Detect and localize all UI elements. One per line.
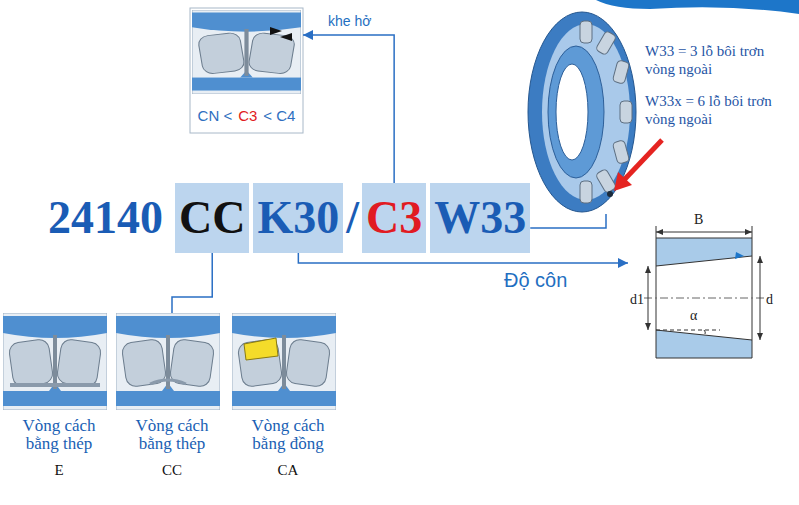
- arrow-head: [303, 30, 313, 40]
- connector: [530, 214, 606, 228]
- taper-figure-part: [752, 226, 753, 238]
- designation-code: C3: [366, 183, 422, 253]
- designation-part: /: [346, 183, 359, 253]
- cage-figure-cc-part: [116, 313, 220, 410]
- dimension-label: d1: [630, 292, 644, 308]
- bearing-3d-figure-part: [612, 140, 629, 164]
- taper-figure-part: [645, 323, 651, 330]
- taper-figure-part: [656, 330, 720, 331]
- clearance-figure-part: [280, 33, 292, 41]
- cage-figure-ca: [232, 313, 336, 410]
- connector-line: [303, 35, 394, 183]
- taper-figure-part: [760, 256, 761, 340]
- bearing-3d-figure-part: [595, 168, 616, 193]
- cage-figure-cc: [116, 313, 220, 410]
- taper-figure-part: [745, 229, 752, 235]
- taper-figure: [644, 226, 770, 358]
- corner-band: [596, 0, 799, 14]
- bearing-3d-figure-part: [542, 24, 630, 200]
- lubrication-note: W33x = 6 lỗ bôi trơn vòng ngoài: [645, 92, 793, 128]
- clearance-class: CN <: [198, 107, 233, 125]
- cage-figure-ca-part: [244, 338, 278, 360]
- taper-figure-part: [656, 232, 752, 233]
- cage-code: CC: [116, 461, 228, 479]
- taper-figure-part: [735, 252, 744, 259]
- lubrication-panel: W33 = 3 lỗ bôi trơn vòng ngoàiW33x = 6 l…: [526, 8, 797, 214]
- cage-caption: Vòng cách bằng thép: [122, 417, 222, 453]
- text-line: CN < C3 < C4: [190, 107, 303, 125]
- taper-figure-part: [757, 256, 763, 263]
- connector: [172, 253, 212, 313]
- connector-line: [530, 214, 606, 228]
- code-taper: K30: [253, 183, 343, 253]
- designation-part: 24140: [48, 183, 163, 253]
- connector-line: [172, 253, 212, 313]
- cage-panel: Vòng cách bằng thépE: [3, 313, 115, 479]
- dimension-label: B: [694, 212, 703, 228]
- clearance-figure-part: [270, 27, 282, 35]
- bearing-3d-figure-part: [620, 101, 632, 123]
- cage-code: CA: [232, 461, 344, 479]
- taper-figure-part: [757, 333, 763, 340]
- taper-figure-part: [656, 229, 663, 235]
- taper-figure-part: [645, 266, 651, 273]
- lubrication-note: W33 = 3 lỗ bôi trơn vòng ngoài: [645, 42, 793, 78]
- callout-label: khe hở: [328, 13, 371, 30]
- taper-figure-part: [656, 226, 657, 238]
- code-lubrication: W33: [430, 183, 530, 253]
- clearance-figure-part: [190, 8, 303, 133]
- cage-figure-cc-part: [150, 380, 186, 384]
- bearing-3d-figure: [528, 12, 662, 212]
- taper-figure-part: [648, 266, 649, 330]
- cage-figure-ca-part: [232, 313, 336, 410]
- dimension-label: d: [766, 292, 773, 308]
- bearing-3d-figure-part: [548, 46, 604, 178]
- taper-figure-part: [656, 330, 752, 358]
- bearing-3d-figure-part: [614, 172, 632, 191]
- clearance-figure: [190, 8, 303, 133]
- cage-caption: Vòng cách bằng thép: [9, 417, 109, 453]
- designation-code: W33: [434, 183, 526, 253]
- arrow-head: [618, 258, 628, 268]
- code-cage: CC: [175, 183, 249, 253]
- code-clearance: C3: [362, 183, 426, 253]
- cage-figure-e: [3, 313, 107, 410]
- clearance-class: C3: [238, 107, 257, 125]
- bearing-3d-figure-part: [556, 64, 588, 160]
- bearing-3d-figure-part: [624, 140, 662, 180]
- cage-panel: Vòng cách bằng đồngCA: [232, 313, 344, 479]
- designation-code: K30: [257, 183, 339, 253]
- connector: [303, 30, 394, 183]
- designation-code: CC: [179, 183, 245, 253]
- cage-figure-e-part: [10, 383, 100, 387]
- bearing-3d-figure-part: [595, 30, 616, 55]
- cage-code: E: [3, 461, 115, 479]
- bearing-3d-figure-part: [580, 181, 592, 203]
- bearing-3d-figure-part: [607, 191, 613, 197]
- bearing-3d-figure-part: [528, 12, 636, 212]
- connector: [298, 253, 628, 268]
- edge-label: Độ côn: [502, 268, 569, 292]
- cage-figure-e-part: [3, 313, 107, 410]
- cage-panel: Vòng cách bằng thépCC: [116, 313, 228, 479]
- taper-figure-part: [704, 330, 705, 334]
- bearing-3d-figure-part: [612, 60, 629, 84]
- bearing-3d-figure-part: [580, 21, 592, 43]
- connector-line: [298, 253, 628, 263]
- clearance-panel: CN < C3 < C4: [190, 8, 303, 133]
- dimension-label: α: [690, 308, 697, 324]
- clearance-figure-part: [192, 10, 301, 94]
- taper-figure-part: [644, 298, 770, 299]
- taper-panel: Bd1 d α: [628, 212, 780, 362]
- taper-figure-part: [656, 238, 752, 266]
- cage-caption: Vòng cách bằng đồng: [238, 417, 338, 453]
- clearance-class: < C4: [263, 107, 295, 125]
